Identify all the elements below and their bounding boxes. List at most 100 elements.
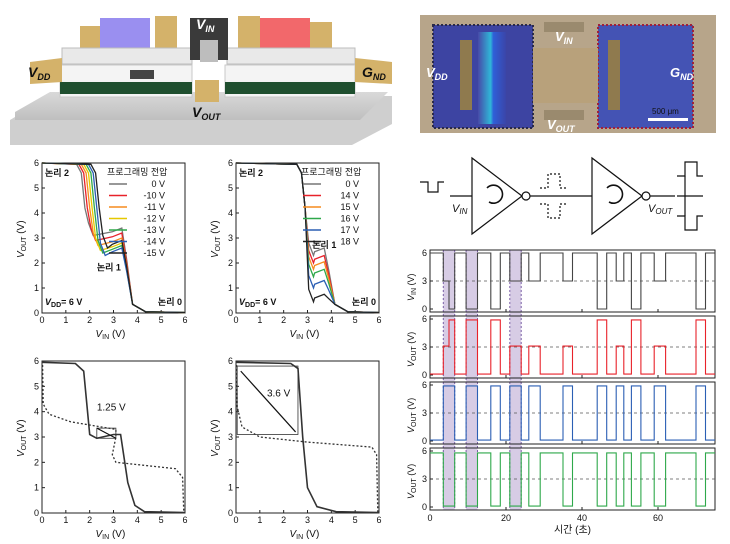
y-tick-label: 5 <box>228 381 233 391</box>
x-tick-label: 0 <box>39 315 44 325</box>
y-axis-label-main: V <box>16 250 27 258</box>
x-axis-label-main: V <box>290 529 298 540</box>
y-axis-label-main: V <box>210 250 221 258</box>
x-tick-label: 0 <box>233 515 238 525</box>
x-axis-label-unit: (V) <box>109 329 125 340</box>
mirrored-transfer-curve <box>235 360 379 514</box>
y-tick-label: 1 <box>228 483 233 493</box>
panel-y-label-unit: (V) <box>406 273 416 288</box>
x-axis-label: VIN (V) <box>290 529 320 541</box>
x-tick-label: 1 <box>63 315 68 325</box>
y-tick-label: 3 <box>422 408 427 418</box>
highlight-window <box>466 250 478 510</box>
logic-1-label: 논리 1 <box>97 262 121 273</box>
x-axis-label-sub: IN <box>102 334 109 341</box>
series-line <box>235 162 380 314</box>
x-axis-label-sub: IN <box>296 534 303 541</box>
y-tick-label: 0 <box>34 508 39 518</box>
y-tick-label: 5 <box>34 183 39 193</box>
x-tick-label: 2 <box>87 315 92 325</box>
panel-y-label-sub: OUT <box>411 477 418 493</box>
device-vdd-label: VDD <box>28 64 51 82</box>
x-tick-label: 6 <box>182 315 187 325</box>
y-tick-label: 3 <box>228 233 233 243</box>
waveform-binary <box>430 385 715 441</box>
micro-vout-label: VOUT <box>547 117 576 134</box>
y-tick-label: 0 <box>422 370 427 380</box>
x-tick-label: 5 <box>159 515 164 525</box>
legend-title: 프로그래밍 전압 <box>301 166 361 177</box>
logic-2-label: 논리 2 <box>45 167 69 178</box>
waveform-input <box>430 252 715 310</box>
x-tick-label: 0 <box>427 513 432 523</box>
x-tick-label: 3 <box>111 315 116 325</box>
legend-entry: -14 V <box>143 237 165 247</box>
y-axis-label: VOUT (V) <box>16 419 28 457</box>
noise-margin-arrow <box>96 427 117 439</box>
device-micrograph <box>420 15 716 133</box>
y-tick-label: 2 <box>34 258 39 268</box>
y-tick-label: 6 <box>422 446 427 456</box>
y-tick-label: 5 <box>34 381 39 391</box>
vdd-annotation-main: V <box>45 297 52 307</box>
y-axis-label-unit: (V) <box>16 220 27 236</box>
vdd-annotation-value: = 6 V <box>255 297 276 307</box>
circuit-vin-label: VIN <box>452 203 468 216</box>
panel-y-label-main: V <box>406 294 416 301</box>
vdd-annotation-sub: DD <box>51 302 61 309</box>
x-tick-label: 3 <box>305 315 310 325</box>
y-tick-label: 6 <box>228 158 233 168</box>
x-axis-label: VIN (V) <box>96 529 126 541</box>
y-tick-label: 4 <box>228 208 233 218</box>
waveform-ternary <box>430 319 715 375</box>
x-tick-label: 2 <box>87 515 92 525</box>
vdd-annotation-main: V <box>239 297 246 307</box>
y-axis-label-main: V <box>16 449 27 457</box>
y-tick-label: 6 <box>34 356 39 366</box>
y-tick-label: 6 <box>228 356 233 366</box>
y-axis-label: VOUT (V) <box>210 220 222 258</box>
legend-entry: 17 V <box>340 225 359 235</box>
device-vout-label: VOUT <box>192 104 222 122</box>
legend-entry: 0 V <box>151 179 165 189</box>
logic-2-label: 논리 2 <box>239 167 263 178</box>
y-axis-label-sub: OUT <box>215 435 222 451</box>
logic-0-label: 논리 0 <box>158 296 182 307</box>
plot-frame <box>235 360 380 514</box>
logic-0-label: 논리 0 <box>352 296 376 307</box>
y-tick-label: 0 <box>422 304 427 314</box>
y-tick-label: 0 <box>422 436 427 446</box>
legend-entry: 16 V <box>340 214 359 224</box>
noise-margin-square <box>96 427 117 439</box>
x-tick-label: 6 <box>182 515 187 525</box>
noise-margin-square <box>236 365 299 435</box>
x-tick-label: 0 <box>233 315 238 325</box>
x-axis-label-unit: (V) <box>109 529 125 540</box>
x-axis-label-sub: IN <box>296 334 303 341</box>
series-line <box>41 162 186 314</box>
legend-entry: 18 V <box>340 237 359 247</box>
y-tick-label: 4 <box>34 407 39 417</box>
micro-vin-label: VIN <box>555 29 573 46</box>
x-tick-label: 3 <box>305 515 310 525</box>
panel-y-label-sub: IN <box>411 288 418 295</box>
legend-entry: -12 V <box>143 214 165 224</box>
panel-y-label-unit: (V) <box>406 332 416 347</box>
x-axis-label-main: V <box>290 329 298 340</box>
transfer-curve <box>41 361 186 514</box>
panel-y-label: VIN (V) <box>406 273 418 301</box>
y-axis-label-unit: (V) <box>210 419 221 435</box>
x-tick-label: 3 <box>111 515 116 525</box>
panel-y-label-unit: (V) <box>406 398 416 413</box>
panel-y-label-unit: (V) <box>406 464 416 479</box>
y-tick-label: 3 <box>228 432 233 442</box>
legend-entry: -15 V <box>143 248 165 258</box>
legend-entry: 14 V <box>340 191 359 201</box>
noise-margin-label: 3.6 V <box>267 388 291 399</box>
x-tick-label: 1 <box>257 515 262 525</box>
panel-y-label: VOUT (V) <box>406 332 418 367</box>
y-tick-label: 6 <box>34 158 39 168</box>
